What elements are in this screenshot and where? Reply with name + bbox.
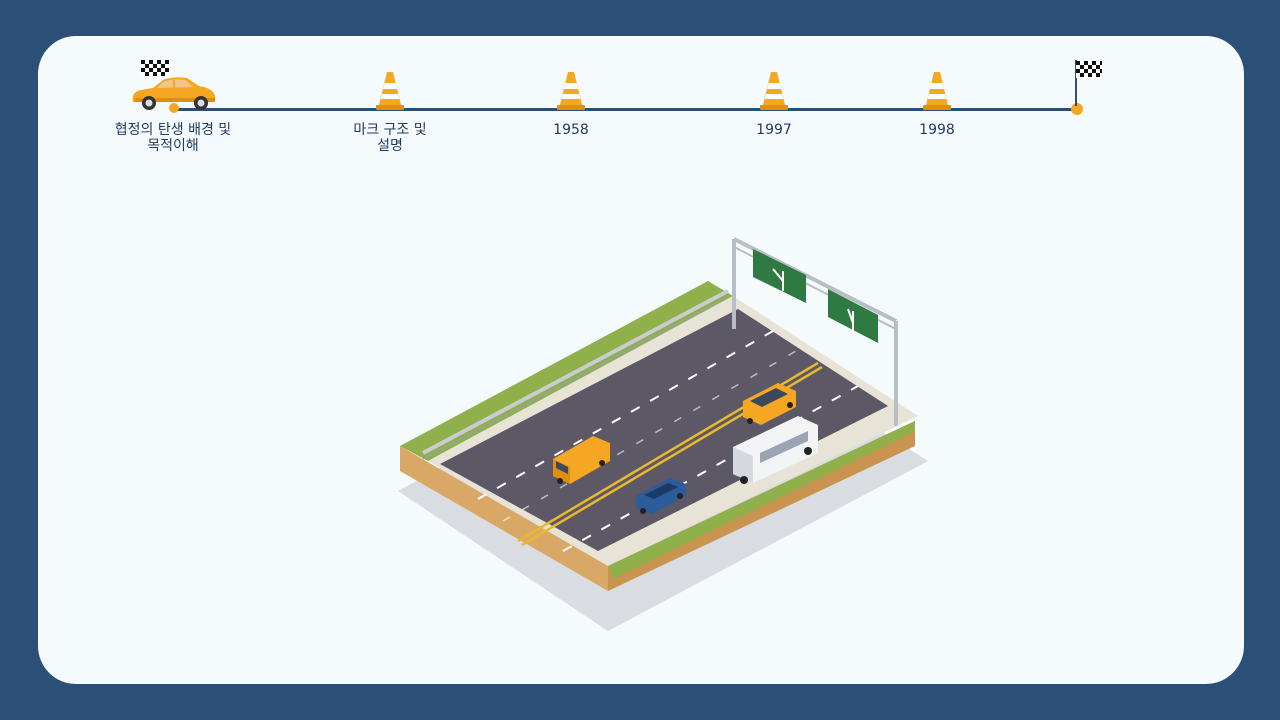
milestone-label: 협정의 탄생 배경 및 목적이해	[114, 122, 232, 154]
milestone-label: 1997	[756, 122, 792, 138]
blue-car	[636, 478, 686, 514]
milestone-label: 마크 구조 및 설명	[353, 122, 427, 154]
timeline-milestone-background[interactable]: 협정의 탄생 배경 및 목적이해	[83, 36, 263, 176]
timeline-milestone-1958[interactable]: 1958	[481, 36, 661, 176]
highway-illustration	[398, 237, 928, 631]
orange-van	[553, 436, 610, 484]
grass-right	[608, 421, 915, 579]
checkered-flag-icon	[1075, 60, 1102, 106]
orange-suv	[743, 383, 796, 425]
traffic-cone-icon	[376, 72, 404, 110]
milestone-label: 1998	[919, 122, 955, 138]
road-asphalt	[440, 309, 888, 551]
slide-panel: 협정의 탄생 배경 및 목적이해 마크 구조 및 설명 1958 1997	[38, 36, 1244, 684]
car-with-flag-icon	[132, 60, 215, 110]
guard-rail	[422, 289, 729, 455]
timeline-milestone-1997[interactable]: 1997	[684, 36, 864, 176]
traffic-cone-icon	[923, 72, 951, 110]
grass-left	[400, 281, 733, 461]
traffic-cone-icon	[557, 72, 585, 110]
white-rv	[733, 416, 818, 484]
timeline-start-dot	[169, 103, 179, 113]
timeline-line	[178, 108, 1078, 111]
timeline-milestone-1998[interactable]: 1998	[847, 36, 1027, 176]
island-side-left	[400, 446, 608, 591]
timeline-end-dot	[1071, 103, 1083, 115]
timeline-milestone-mark-structure[interactable]: 마크 구조 및 설명	[300, 36, 480, 176]
traffic-cone-icon	[760, 72, 788, 110]
overhead-gantry	[732, 237, 898, 426]
milestone-label: 1958	[553, 122, 589, 138]
